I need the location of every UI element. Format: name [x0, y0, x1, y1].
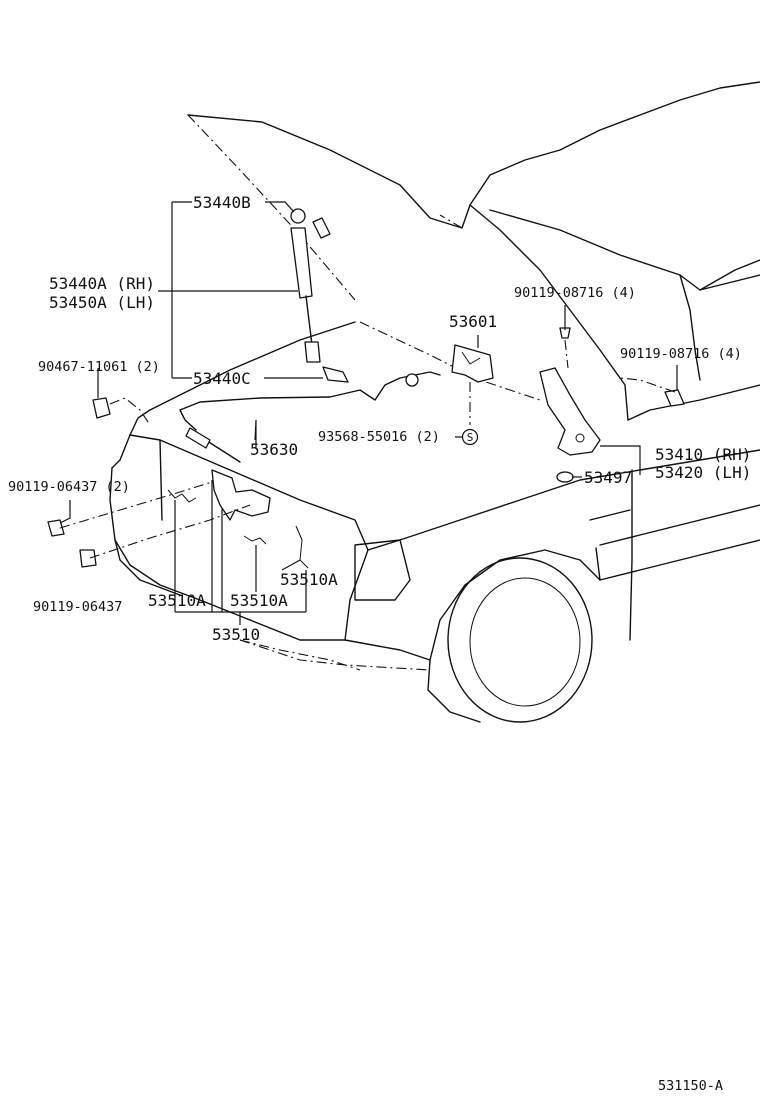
label-90467-11061: 90467-11061 (2) — [38, 359, 160, 375]
label-53510: 53510 — [212, 625, 260, 644]
hood-release-lever-53601 — [451, 344, 494, 383]
label-93568-55016: 93568-55016 (2) — [318, 429, 440, 445]
label-53510a-left: 53510A — [148, 591, 206, 610]
label-53450a-lh: 53450A (LH) — [49, 293, 155, 312]
label-90119-06437-2: 90119-06437 (2) — [8, 479, 130, 495]
label-53510a-mid: 53510A — [230, 591, 288, 610]
screw-symbol-circle — [461, 428, 479, 446]
label-90119-08716-top: 90119-08716 (4) — [514, 285, 636, 301]
hood-support-strut — [290, 208, 349, 383]
label-53440a-rh: 53440A (RH) — [49, 274, 155, 293]
vehicle-outline — [109, 81, 760, 723]
illustration-code: 531150-A — [658, 1078, 723, 1094]
label-53410-rh: 53410 (RH) — [655, 445, 751, 464]
front-wheel — [447, 557, 593, 723]
label-53510a-right: 53510A — [280, 570, 338, 589]
part-labels: 53440B 53440A (RH) 53450A (LH) 90467-110… — [8, 193, 751, 1094]
label-53440b: 53440B — [193, 193, 251, 212]
hood-lock-assembly — [47, 397, 309, 569]
label-90119-08716-right: 90119-08716 (4) — [620, 346, 742, 362]
label-53420-lh: 53420 (LH) — [655, 463, 751, 482]
label-90119-06437: 90119-06437 — [33, 599, 122, 615]
label-53497: 53497 — [584, 468, 632, 487]
label-53601: 53601 — [449, 312, 497, 331]
label-53630: 53630 — [250, 440, 298, 459]
label-53440c: 53440C — [193, 369, 251, 388]
hood-panel — [187, 81, 760, 229]
screw-symbol: S — [467, 431, 474, 444]
leader-lines — [59, 201, 678, 671]
hood-release-cable — [179, 371, 441, 463]
